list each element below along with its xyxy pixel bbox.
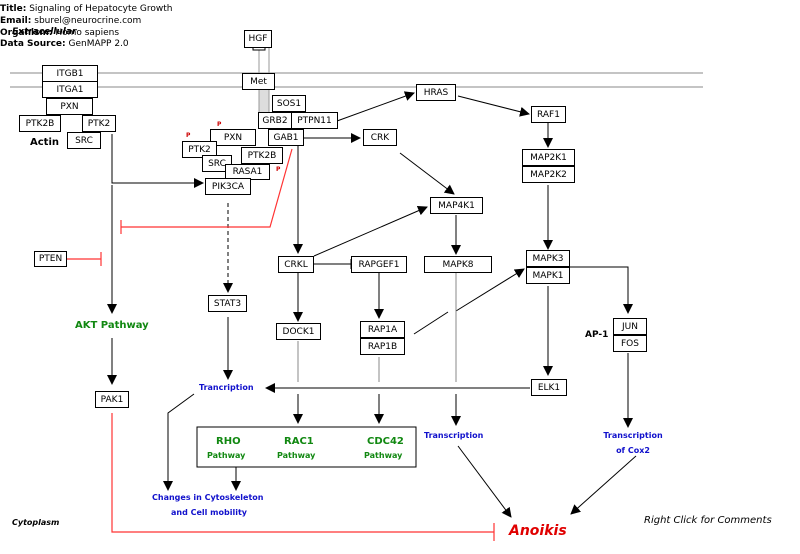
rac1-label: RAC1	[284, 436, 314, 447]
rho-label: RHO	[216, 436, 241, 447]
gene-ptk2b-left[interactable]: PTK2B	[19, 115, 61, 132]
edge-ptk2-pik3ca	[111, 134, 204, 188]
transcription-left-label: Trancription	[199, 383, 254, 392]
transcription-mid-label: Transcription	[424, 431, 484, 440]
gene-src-mid[interactable]: SRC	[202, 155, 232, 172]
met-transmembrane	[258, 87, 270, 114]
edge-pak1-inhibit-anoikis	[111, 413, 494, 533]
gtpase-pathway-frame	[196, 426, 417, 468]
gene-pik3ca[interactable]: PIK3CA	[205, 178, 251, 195]
edge-gab1-inhibit-pik3ca	[121, 148, 293, 228]
organism-value: Homo sapiens	[55, 28, 120, 38]
gene-map2k2[interactable]: MAP2K2	[522, 166, 575, 183]
gene-crk[interactable]: CRK	[363, 129, 397, 146]
cell-membrane	[10, 72, 703, 88]
title-label: Title:	[0, 4, 27, 14]
gene-mapk1[interactable]: MAPK1	[526, 267, 570, 284]
cytoplasm-label: Cytoplasm	[12, 518, 60, 527]
gene-hgf[interactable]: HGF	[244, 30, 272, 48]
edge-transcription-anoikis	[457, 445, 512, 518]
gene-ptk2-left[interactable]: PTK2	[82, 115, 116, 132]
gene-pten[interactable]: PTEN	[34, 251, 67, 267]
phospho-mark-pxn: P	[217, 121, 222, 128]
edge-hras-raf1	[457, 95, 530, 117]
datasource-label: Data Source:	[0, 39, 66, 49]
gene-ptk2b-mid[interactable]: PTK2B	[241, 147, 283, 164]
datasource-value: GenMAPP 2.0	[68, 39, 129, 49]
transcription-cox2-line2: of Cox2	[616, 446, 650, 455]
gene-mapk3[interactable]: MAPK3	[526, 250, 570, 267]
actin-label: Actin	[30, 137, 59, 148]
edge-rap1-mapk1-b	[455, 268, 525, 312]
gene-jun[interactable]: JUN	[613, 318, 647, 335]
organism-label: Organism:	[0, 28, 53, 38]
header-email-row: Email: sburel@neurocrine.com	[0, 15, 141, 27]
gene-grb2[interactable]: GRB2	[258, 112, 292, 129]
gene-map2k1[interactable]: MAP2K1	[522, 149, 575, 166]
right-click-comments-label[interactable]: Right Click for Comments	[644, 515, 772, 526]
gene-fos[interactable]: FOS	[613, 335, 647, 352]
email-value: sburel@neurocrine.com	[34, 16, 142, 26]
title-value: Signaling of Hepatocyte Growth	[29, 4, 173, 14]
inhibition-edges	[67, 148, 495, 541]
gene-pxn-mid[interactable]: PXN	[210, 129, 256, 146]
ap1-label: AP-1	[585, 330, 609, 340]
gene-itga1[interactable]: ITGA1	[42, 81, 98, 98]
header-organism-row: Organism: Homo sapiens	[0, 27, 119, 39]
gene-ptpn11[interactable]: PTPN11	[291, 112, 338, 129]
phospho-mark-ptk2: P	[186, 132, 191, 139]
gene-pak1[interactable]: PAK1	[95, 391, 129, 408]
cytoskeleton-line2: and Cell mobility	[171, 508, 247, 517]
header-datasource-row: Data Source: GenMAPP 2.0	[0, 38, 129, 50]
gene-map4k1[interactable]: MAP4K1	[430, 197, 483, 214]
edge-crkl-map4k1	[313, 205, 428, 257]
edge-transcription-cytoskeleton	[163, 393, 195, 491]
gene-met[interactable]: Met	[242, 73, 275, 90]
header-title-row: Title: Signaling of Hepatocyte Growth	[0, 3, 173, 15]
cytoskeleton-line1: Changes in Cytoskeleton	[152, 493, 264, 502]
cdc42-label: CDC42	[367, 436, 404, 447]
gene-ptk2-mid[interactable]: PTK2	[182, 141, 217, 158]
phospho-mark-rasa1: P	[276, 166, 281, 173]
gene-gab1[interactable]: GAB1	[268, 129, 304, 146]
rac1-pathway-label: Pathway	[277, 451, 316, 460]
gene-sos1[interactable]: SOS1	[272, 95, 306, 112]
edge-ptpn11-hras	[336, 91, 415, 122]
edge-mapk3-jun	[566, 266, 633, 314]
rho-pathway-label: Pathway	[207, 451, 246, 460]
edge-crk-map4k1	[399, 152, 455, 195]
gene-pxn-top[interactable]: PXN	[46, 98, 93, 115]
anoikis-label: Anoikis	[509, 523, 567, 539]
activation-edges	[107, 91, 637, 518]
gene-itgb1[interactable]: ITGB1	[42, 65, 98, 82]
gene-hras[interactable]: HRAS	[416, 84, 456, 101]
gene-elk1[interactable]: ELK1	[531, 379, 567, 396]
gene-rap1b[interactable]: RAP1B	[360, 338, 405, 355]
gene-rap1a[interactable]: RAP1A	[360, 321, 405, 338]
transcription-cox2-line1: Transcription	[603, 431, 663, 440]
edge-rap1-mapk1-a	[413, 311, 449, 335]
extracellular-label: Extracellular	[12, 27, 77, 37]
gene-crkl[interactable]: CRKL	[278, 256, 314, 273]
email-label: Email:	[0, 16, 32, 26]
edge-cox2-anoikis	[570, 455, 637, 515]
gene-dock1[interactable]: DOCK1	[276, 323, 321, 340]
gene-rapgef1[interactable]: RAPGEF1	[351, 256, 407, 273]
gene-stat3[interactable]: STAT3	[208, 295, 247, 312]
gene-raf1[interactable]: RAF1	[531, 106, 566, 123]
grey-edges	[297, 273, 457, 382]
cdc42-pathway-label: Pathway	[364, 451, 403, 460]
gene-src-left[interactable]: SRC	[67, 132, 101, 149]
gene-mapk8[interactable]: MAPK8	[424, 256, 492, 273]
akt-pathway-label: AKT Pathway	[75, 320, 149, 331]
